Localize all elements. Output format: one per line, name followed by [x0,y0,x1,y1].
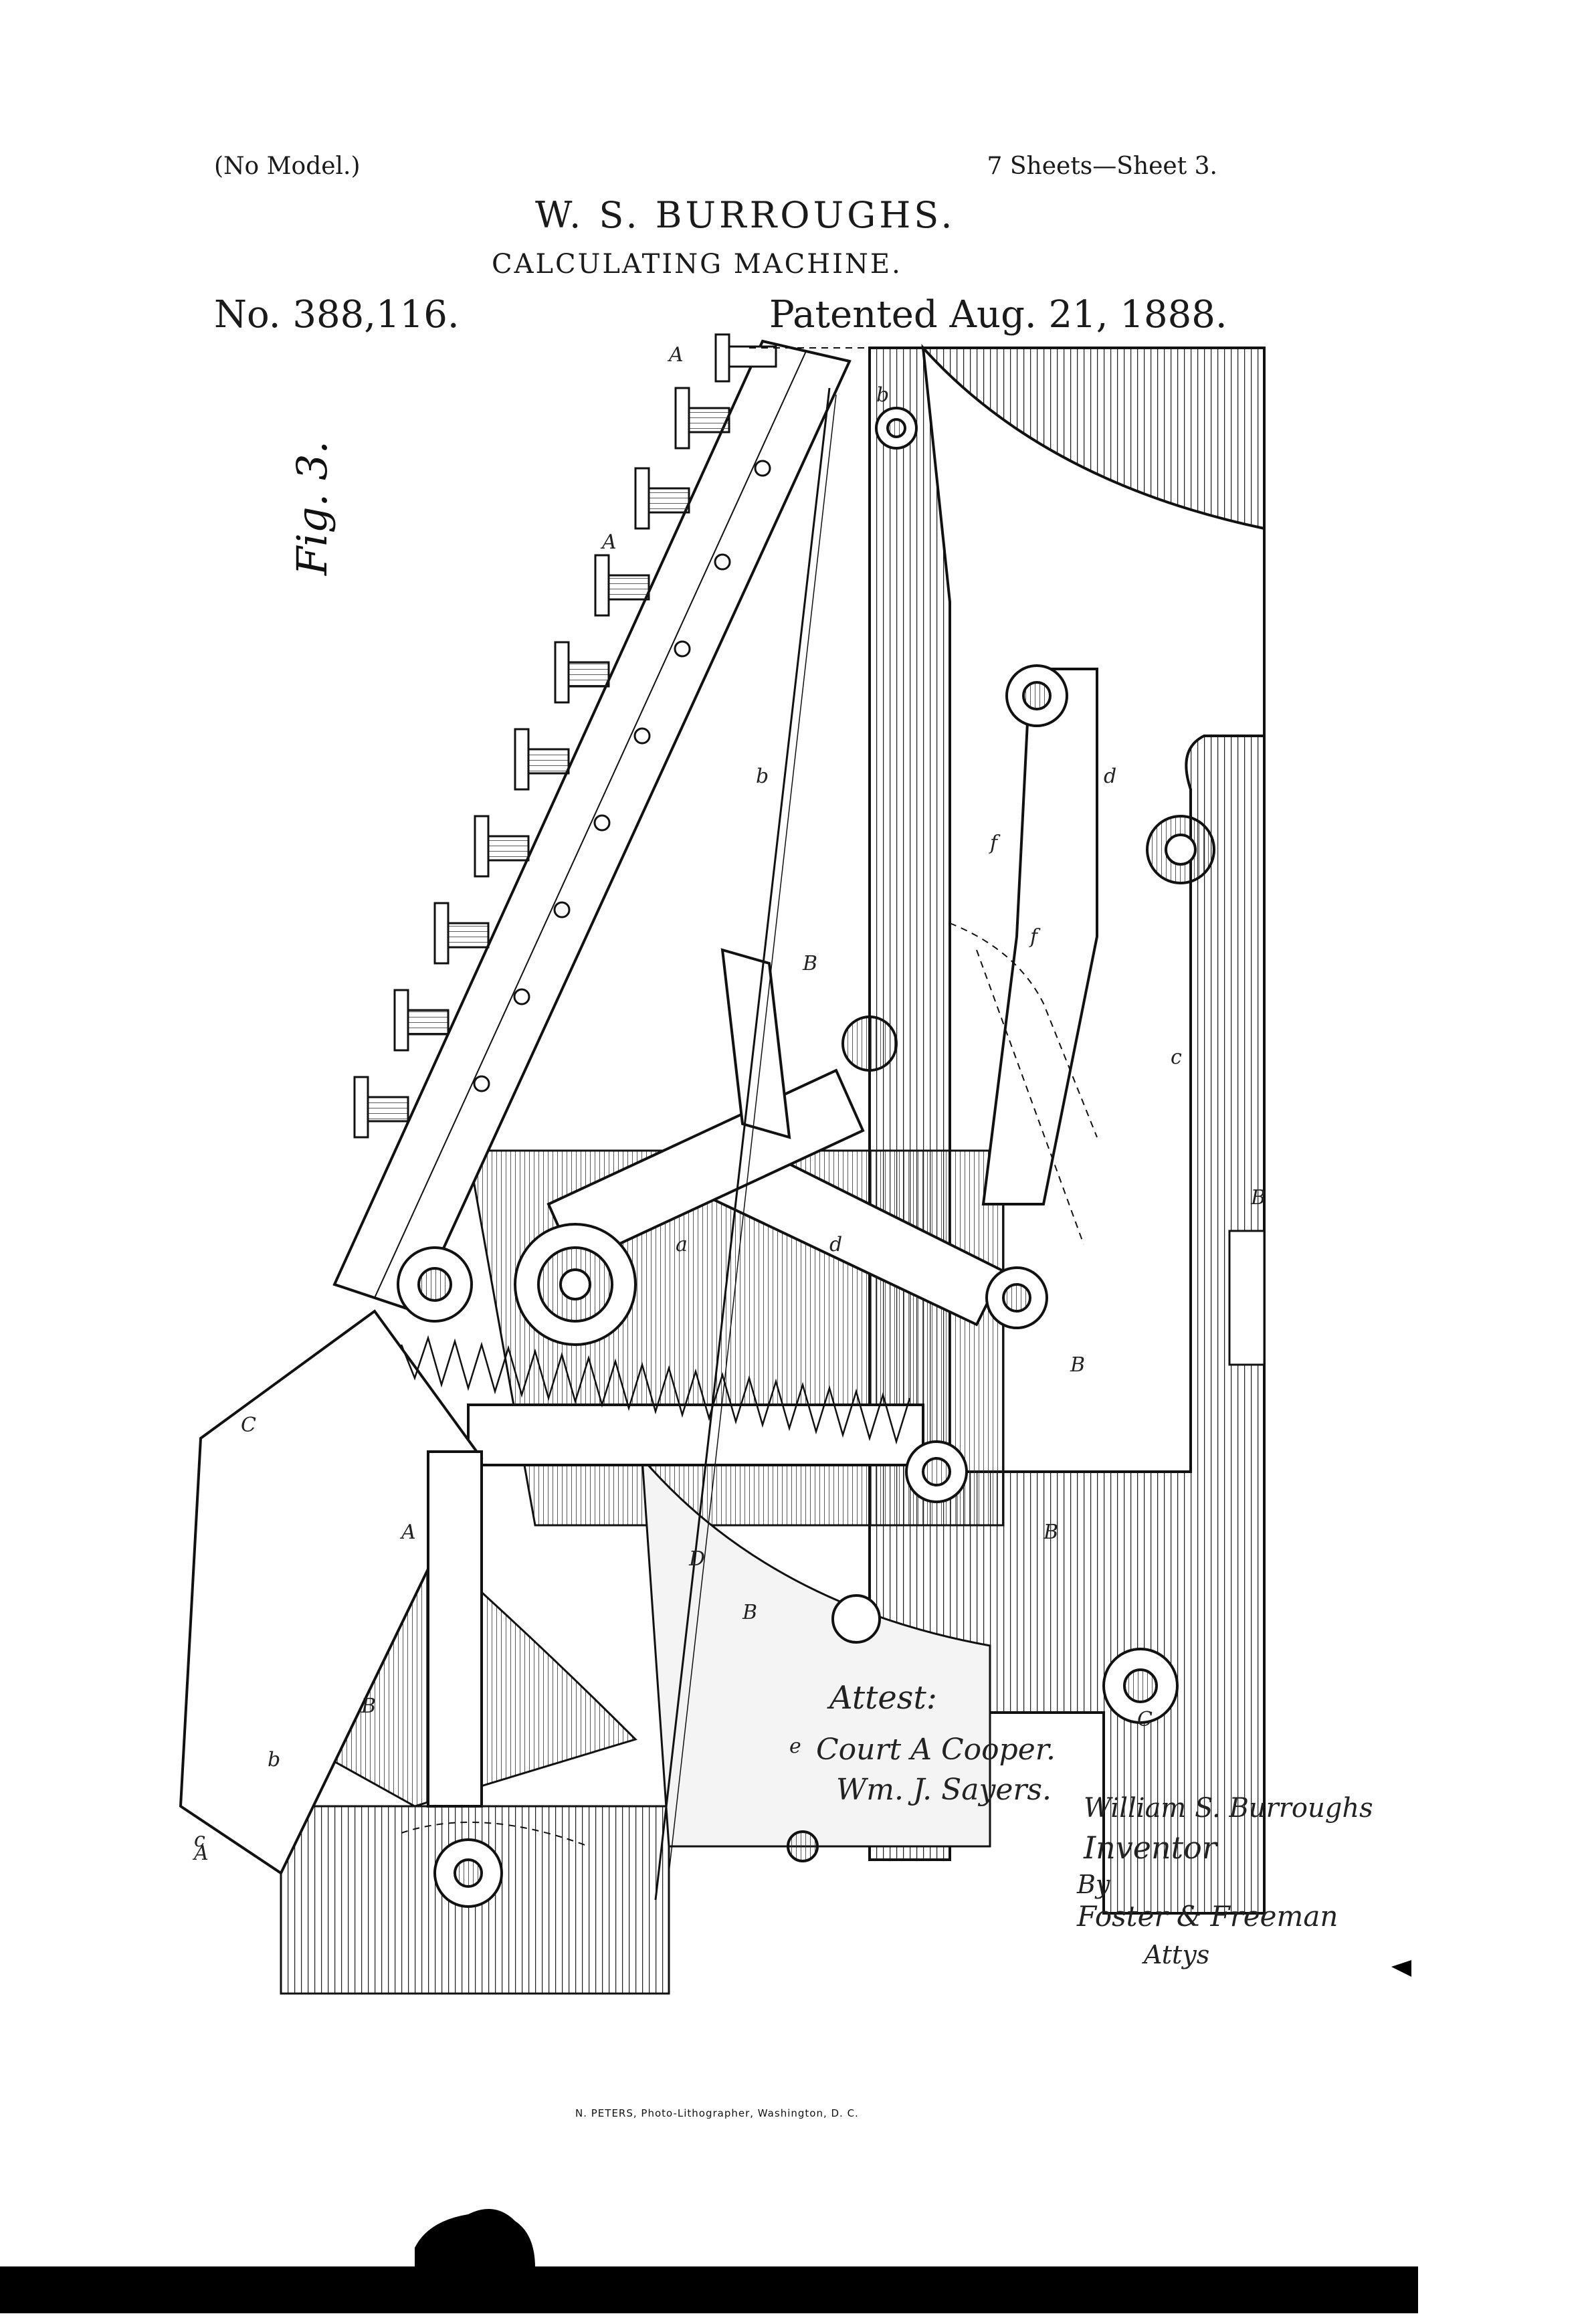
svg-text:B: B [742,1601,757,1624]
svg-text:C: C [1137,1708,1153,1731]
by-caption: By [1077,1870,1110,1899]
invention-title: CALCULATING MACHINE. [492,249,902,280]
pivots [397,407,1215,1908]
svg-text:b: b [756,765,769,788]
svg-text:A: A [600,530,617,554]
svg-text:c: c [194,1828,205,1852]
sheet-number: 7 Sheets—Sheet 3. [987,153,1217,180]
inventor-signature: William S. Burroughs [1084,1793,1373,1824]
attorneys-signature: Foster & Freeman [1077,1900,1338,1933]
inventor-caption: Inventor [1084,1830,1217,1866]
svg-text:D: D [688,1547,705,1571]
svg-text:a: a [676,1233,688,1256]
witness-signature-2: Wm. J. Sayers. [836,1773,1052,1807]
spring [400,1335,911,1445]
no-model-label: (No Model.) [214,153,361,180]
svg-text:b: b [876,383,889,407]
svg-text:A: A [192,1842,209,1865]
svg-text:e: e [789,1735,801,1758]
svg-text:c: c [1171,1046,1182,1069]
svg-text:B: B [1070,1353,1085,1377]
witness-signature-1: Court A Cooper. [816,1733,1056,1767]
svg-text:d: d [1104,765,1116,788]
svg-text:B: B [1250,1186,1266,1209]
svg-text:B: B [361,1694,376,1718]
scan-edge-bar [0,2266,1418,2313]
figure-label: Fig. 3. [288,440,336,575]
patent-date: Patented Aug. 21, 1888. [769,293,1227,336]
svg-text:A: A [667,343,684,367]
svg-text:b: b [268,1748,280,1771]
tie-rod [654,387,831,1901]
hidden-lines [401,347,1098,1847]
lever-arms [179,668,1098,1875]
patent-number: No. 388,116. [214,293,460,336]
svg-text:B: B [1043,1521,1058,1544]
attorneys-caption: Attys [1144,1940,1210,1969]
lithographer-credit: N. PETERS, Photo-Lithographer, Washingto… [575,2107,859,2119]
attest-label: Attest: [829,1679,937,1717]
svg-text:C: C [241,1414,256,1437]
keys [353,333,777,1139]
corner-mark [1391,1960,1411,1977]
drawing-letters: A b A b B f f d c B a d B B C A D B C e … [192,343,1266,1865]
inventor-name: W. S. BURROUGHS. [535,194,956,236]
ink-blot [415,2209,535,2268]
svg-text:B: B [802,952,817,975]
svg-text:d: d [829,1233,842,1256]
svg-text:A: A [399,1521,416,1544]
